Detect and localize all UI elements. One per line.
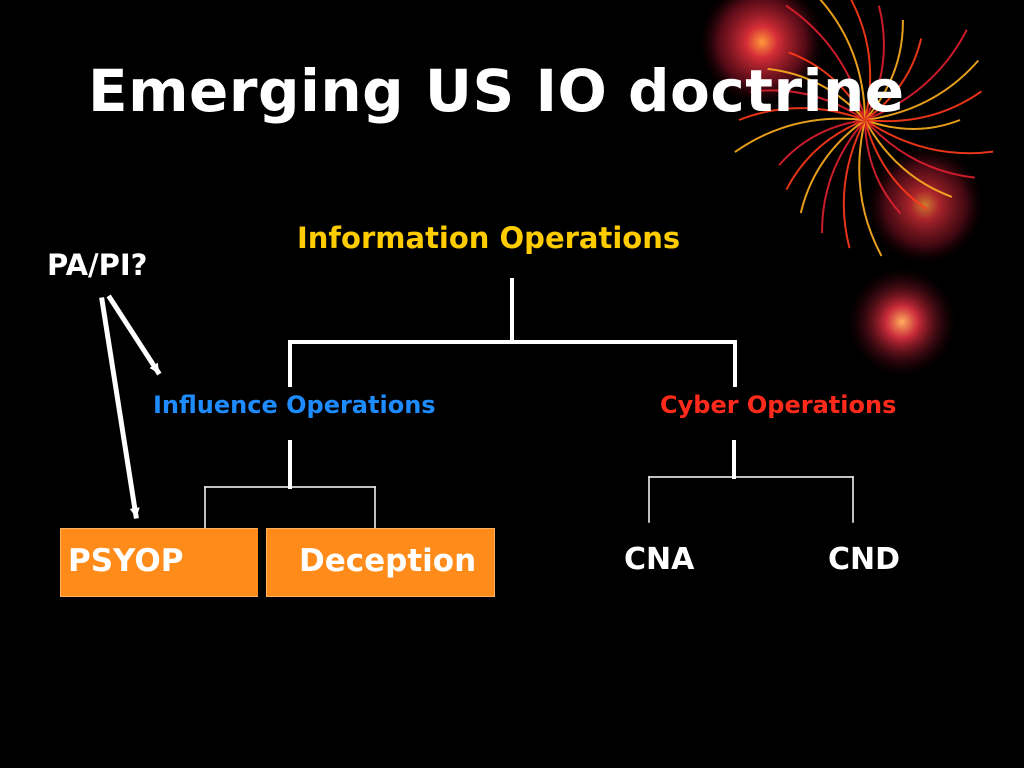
fireworks-streak bbox=[821, 119, 866, 234]
fireworks-streak bbox=[864, 119, 902, 215]
fireworks-glow-small bbox=[848, 268, 956, 376]
node-cyber-operations: Cyber Operations bbox=[660, 391, 897, 419]
arrow-papi-to-influence bbox=[106, 294, 162, 376]
fireworks-streak bbox=[864, 38, 923, 121]
fireworks-streak bbox=[799, 119, 866, 214]
fireworks-streak bbox=[785, 119, 866, 191]
fireworks-streak bbox=[778, 119, 866, 166]
fireworks-streak bbox=[864, 119, 961, 130]
node-cna: CNA bbox=[624, 542, 695, 577]
fireworks-streak bbox=[864, 29, 968, 121]
fireworks-glow-large bbox=[700, 0, 824, 104]
fireworks-streak bbox=[864, 119, 927, 210]
fireworks-streak bbox=[864, 90, 983, 123]
fireworks-streak bbox=[738, 107, 866, 121]
fireworks-streak bbox=[750, 89, 866, 121]
node-influence-operations: Influence Operations bbox=[153, 391, 436, 419]
deception-box bbox=[266, 528, 495, 597]
fireworks-streak bbox=[864, 119, 975, 179]
fireworks-streak bbox=[842, 119, 866, 249]
slide-title: Emerging US IO doctrine bbox=[88, 57, 905, 125]
node-pa-pi: PA/PI? bbox=[47, 248, 148, 282]
psyop-box bbox=[60, 528, 259, 597]
arrow-papi-to-psyop bbox=[99, 297, 140, 519]
fireworks-streak bbox=[788, 51, 866, 121]
fireworks-burst bbox=[734, 0, 994, 257]
node-cnd: CND bbox=[828, 542, 901, 577]
fireworks-streak bbox=[785, 4, 866, 121]
fireworks-streak bbox=[819, 0, 866, 121]
fireworks-streak bbox=[734, 117, 866, 153]
fireworks-glow-mid bbox=[867, 147, 983, 263]
fireworks-streak bbox=[767, 67, 866, 121]
fireworks-streak bbox=[858, 119, 883, 257]
fireworks-streak bbox=[864, 59, 980, 121]
node-deception: Deception bbox=[299, 543, 477, 579]
fireworks-streak bbox=[864, 119, 994, 155]
fireworks-streak bbox=[850, 0, 872, 121]
node-information-operations: Information Operations bbox=[297, 221, 681, 255]
fireworks-streak bbox=[864, 19, 904, 121]
box-divider bbox=[258, 528, 267, 597]
fireworks-streak bbox=[864, 119, 953, 198]
fireworks-streak bbox=[864, 5, 885, 121]
node-psyop: PSYOP bbox=[68, 543, 184, 579]
